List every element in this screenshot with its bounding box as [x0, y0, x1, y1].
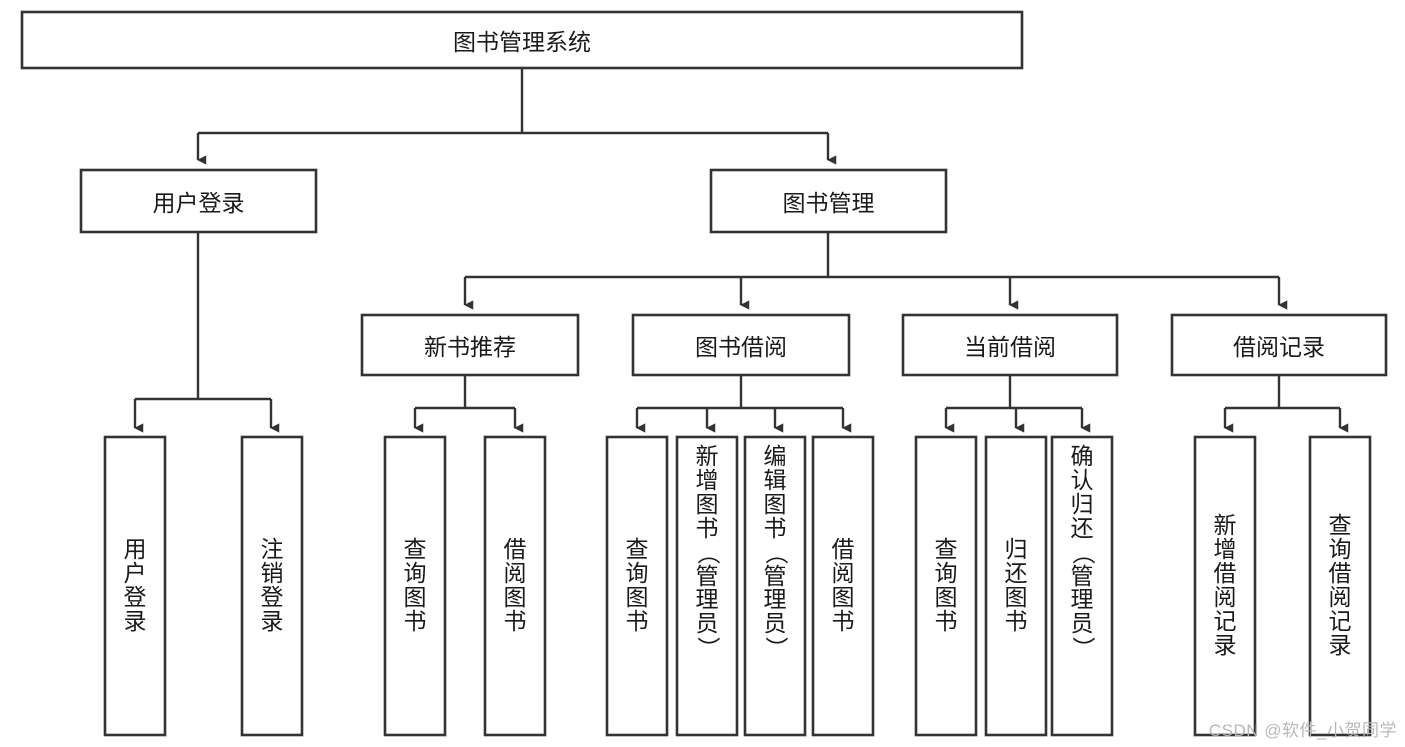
node-box-leaf-add-book[interactable] — [675, 435, 739, 737]
node-box-leaf-query-book-cb[interactable] — [914, 435, 978, 737]
node-label-book-borrow: 图书借阅 — [695, 334, 787, 360]
node-label-borrow-record: 借阅记录 — [1233, 334, 1325, 360]
node-label-new-book-recommend: 新书推荐 — [424, 334, 516, 360]
node-label-leaf-query-book-cb: 查询图书 — [934, 536, 958, 634]
node-box-leaf-confirm-return[interactable] — [1050, 435, 1114, 737]
node-box-book-manage[interactable] — [709, 168, 948, 234]
connector-group-root — [196, 68, 837, 165]
connector-group-new-book — [413, 375, 524, 433]
node-box-leaf-return-book[interactable] — [984, 435, 1048, 737]
node-label-leaf-add-book: 新增图书（管理员） — [694, 443, 721, 660]
connector-group-borrow-records — [1223, 375, 1349, 433]
node-label-leaf-return-book: 归还图书 — [1004, 536, 1028, 634]
connector-group-book-manage — [463, 232, 1288, 310]
node-label-current-borrow: 当前借阅 — [964, 334, 1056, 360]
node-box-leaf-borrow-book-bb[interactable] — [811, 435, 875, 737]
node-label-root: 图书管理系统 — [453, 29, 591, 55]
node-label-leaf-confirm-return: 确认归还（管理员） — [1069, 443, 1096, 660]
node-box-leaf-query-book-bb[interactable] — [605, 435, 669, 737]
node-label-leaf-add-record: 新增借阅记录 — [1213, 512, 1237, 658]
node-box-new-book-recommend[interactable] — [360, 313, 580, 377]
node-box-borrow-record[interactable] — [1170, 313, 1388, 377]
node-box-leaf-user-login[interactable] — [103, 435, 167, 737]
connector-group-user-login — [133, 232, 280, 433]
node-label-leaf-edit-book: 编辑图书（管理员） — [762, 443, 789, 660]
node-label-leaf-query-book-bb: 查询图书 — [625, 536, 649, 634]
node-label-leaf-query-book-nb: 查询图书 — [403, 536, 427, 634]
node-box-current-borrow[interactable] — [901, 313, 1119, 377]
node-box-leaf-query-book-nb[interactable] — [383, 435, 447, 737]
node-label-leaf-query-record: 查询借阅记录 — [1328, 512, 1352, 658]
node-box-leaf-edit-book[interactable] — [743, 435, 807, 737]
node-label-user-login: 用户登录 — [152, 190, 245, 216]
node-box-leaf-add-record[interactable] — [1193, 435, 1257, 737]
node-box-leaf-query-record[interactable] — [1308, 435, 1372, 737]
node-label-leaf-borrow-book-nb: 借阅图书 — [503, 536, 527, 634]
node-label-leaf-borrow-book-bb: 借阅图书 — [831, 536, 855, 634]
node-box-root[interactable] — [20, 10, 1024, 70]
node-box-leaf-logout[interactable] — [240, 435, 304, 737]
connector-group-current-borrow — [944, 375, 1091, 433]
node-box-user-login[interactable] — [79, 168, 318, 234]
node-box-book-borrow[interactable] — [631, 313, 851, 377]
node-box-leaf-borrow-book-nb[interactable] — [483, 435, 547, 737]
connector-group-book-borrow — [635, 375, 852, 433]
node-label-leaf-user-login: 用户登录 — [123, 536, 147, 634]
node-label-book-manage: 图书管理 — [782, 190, 875, 216]
node-label-leaf-logout: 注销登录 — [260, 536, 284, 634]
